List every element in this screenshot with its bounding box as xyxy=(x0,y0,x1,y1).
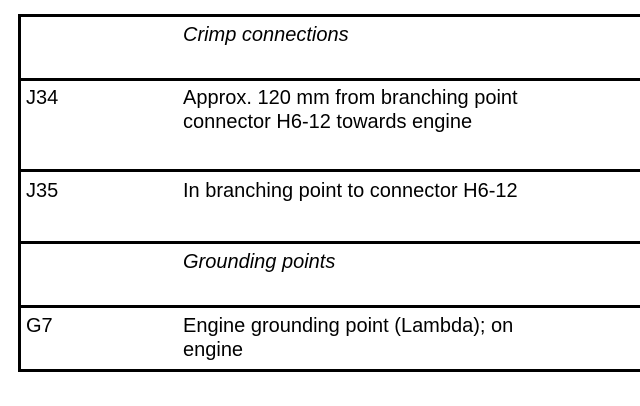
table-row: J34 Approx. 120 mm from branching point … xyxy=(21,81,640,172)
row-description: In branching point to connector H6-12 xyxy=(183,180,518,202)
section-heading: Crimp connections xyxy=(183,24,349,46)
row-description-line: engine xyxy=(183,339,244,361)
table-row: G7 Engine grounding point (Lambda); on e… xyxy=(21,308,640,369)
row-code: J34 xyxy=(26,87,59,109)
row-description-line: Approx. 120 mm from branching point xyxy=(183,87,518,109)
table-row-section-crimp: Crimp connections xyxy=(21,17,640,81)
connection-table: Crimp connections J34 Approx. 120 mm fro… xyxy=(18,14,640,372)
table-row-section-grounding: Grounding points xyxy=(21,244,640,308)
table-row: J35 In branching point to connector H6-1… xyxy=(21,172,640,244)
row-code: G7 xyxy=(26,315,53,337)
row-description-line: connector H6-12 towards engine xyxy=(183,111,473,133)
row-description: Approx. 120 mm from branching point conn… xyxy=(183,86,640,134)
row-description: Engine grounding point (Lambda); on engi… xyxy=(183,314,640,362)
section-heading: Grounding points xyxy=(183,251,336,273)
row-code: J35 xyxy=(26,180,59,202)
row-description-line: Engine grounding point (Lambda); on xyxy=(183,315,514,337)
